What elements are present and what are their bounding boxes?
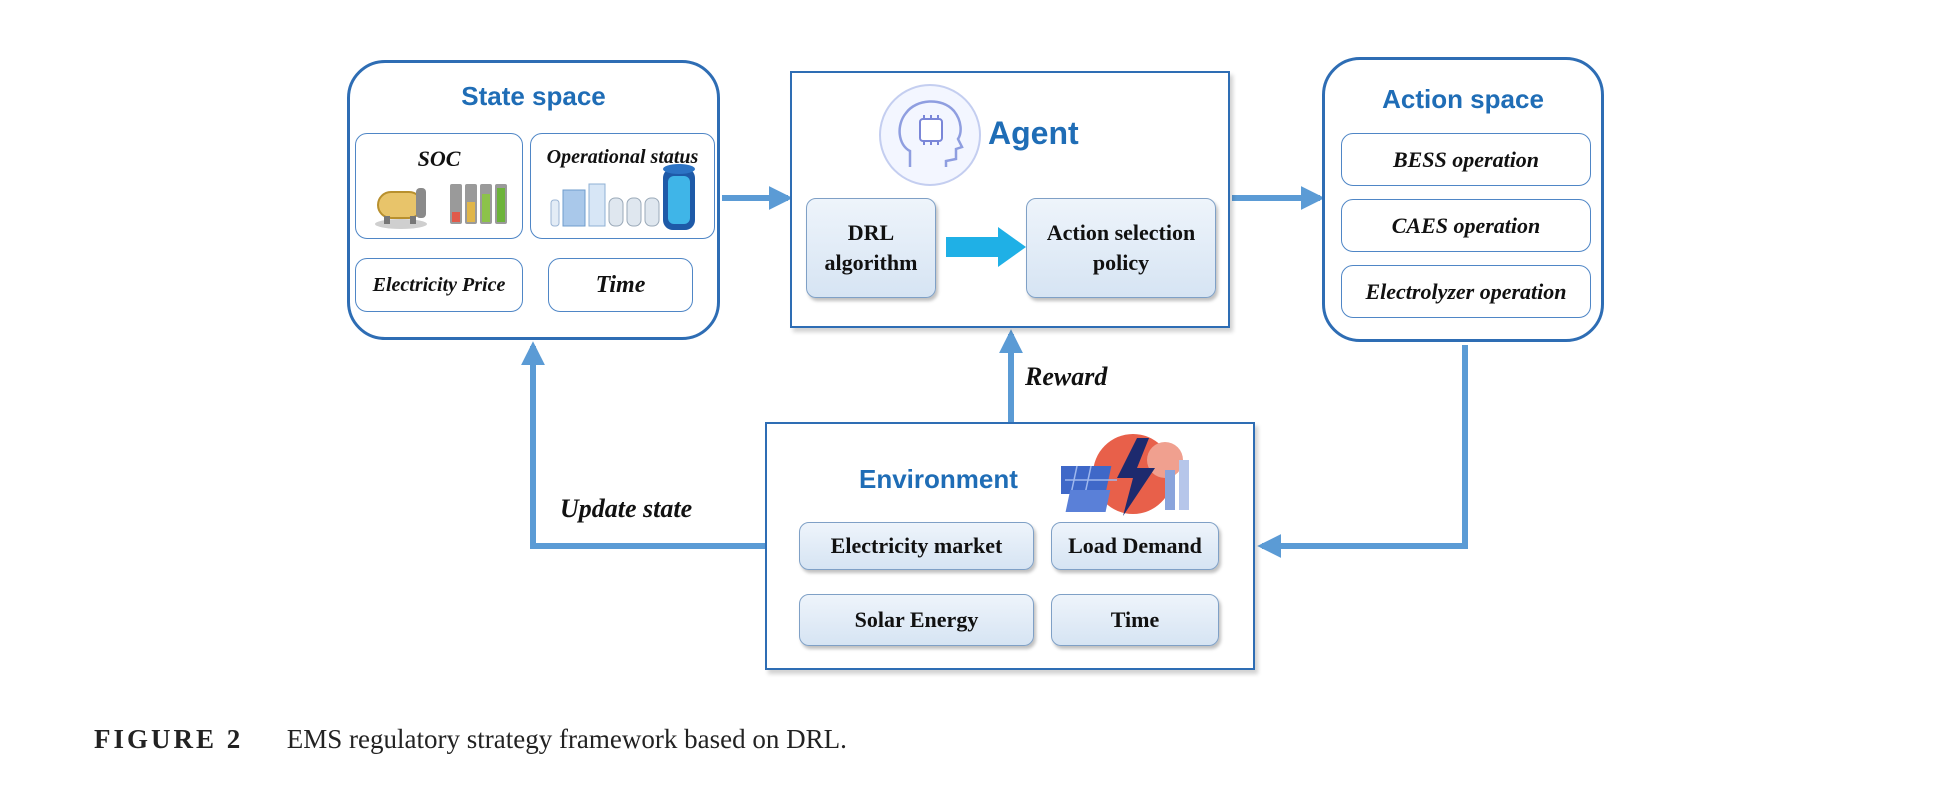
agent-title: Agent xyxy=(988,115,1079,151)
bess-operation-box: BESS operation xyxy=(1341,133,1591,186)
load-demand-box: Load Demand xyxy=(1051,522,1219,570)
caes-operation-box: CAES operation xyxy=(1341,199,1591,252)
environment-title: Environment xyxy=(859,464,1018,494)
update-state-label: Update state xyxy=(560,494,693,523)
state-space-title: State space xyxy=(461,81,606,111)
storage-tanks-icon xyxy=(550,183,660,227)
drl-algorithm-box: DRL algorithm xyxy=(806,198,936,298)
action-space-title: Action space xyxy=(1382,84,1544,114)
figure-caption: FIGURE 2 EMS regulatory strategy framewo… xyxy=(94,724,847,755)
operational-status-box: Operational status xyxy=(530,133,715,239)
agent-panel: Agent DRL algorithm Action selection pol… xyxy=(790,71,1230,328)
energy-environment-icon xyxy=(1061,434,1189,516)
action-space-panel: Action space BESS operation CAES operati… xyxy=(1322,57,1604,342)
electrolyzer-operation-box: Electrolyzer operation xyxy=(1341,265,1591,318)
electricity-price-box: Electricity Price xyxy=(355,258,523,312)
environment-time-box: Time xyxy=(1051,594,1219,646)
electricity-market-box: Electricity market xyxy=(799,522,1034,570)
figure-caption-text: EMS regulatory strategy framework based … xyxy=(286,724,847,754)
state-space-panel: State space SOC Operational status xyxy=(347,60,720,340)
arrow-action-to-environment xyxy=(1257,345,1468,558)
action-selection-policy-box: Action selection policy xyxy=(1026,198,1216,298)
environment-panel: Environment Electricity market Load Dema… xyxy=(765,422,1255,670)
figure-number: FIGURE 2 xyxy=(94,724,244,754)
tank-icon xyxy=(375,188,427,229)
inner-arrow-icon xyxy=(946,227,1026,267)
solar-energy-box: Solar Energy xyxy=(799,594,1034,646)
arrow-update-state xyxy=(521,341,765,549)
cylinder-battery-icon xyxy=(663,164,695,230)
soc-box: SOC xyxy=(355,133,523,239)
soc-label: SOC xyxy=(417,146,461,171)
operational-status-label: Operational status xyxy=(546,146,699,168)
state-time-box: Time xyxy=(548,258,693,312)
ai-head-icon xyxy=(879,84,981,186)
battery-levels-icon xyxy=(450,184,507,224)
reward-label: Reward xyxy=(1025,362,1108,391)
